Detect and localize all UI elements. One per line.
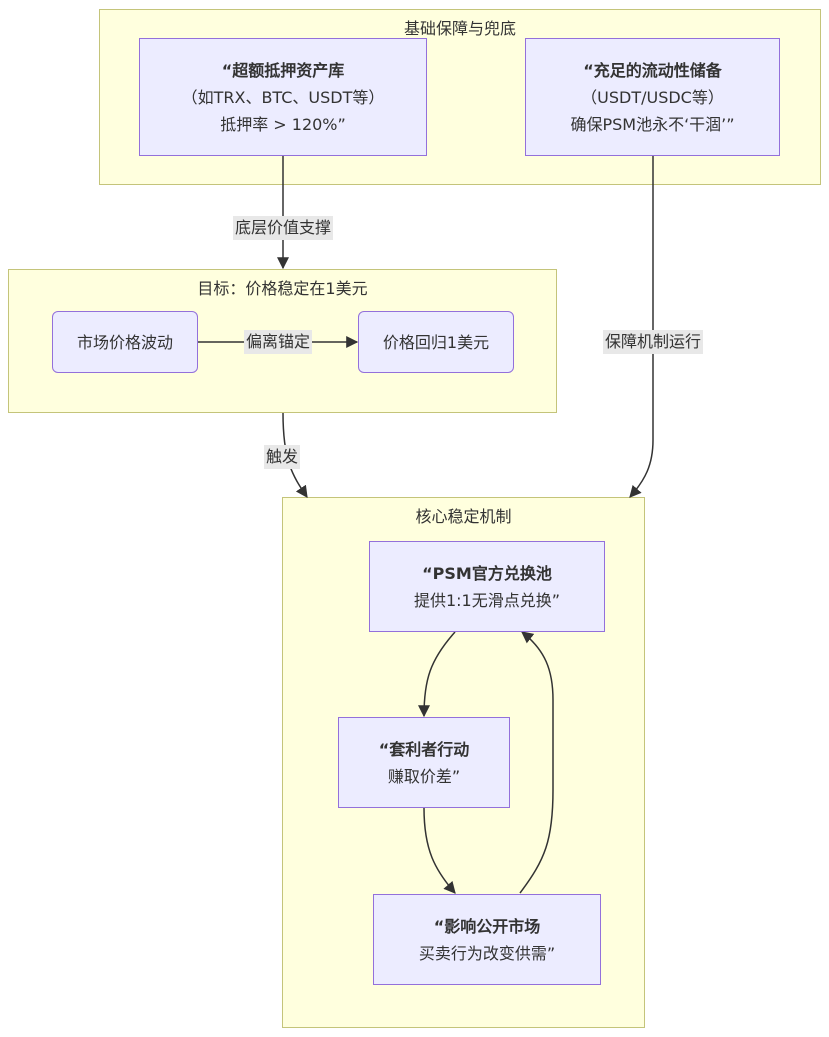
node-collateral-line2: （如TRX、BTC、USDT等） [181, 87, 385, 107]
node-psm-line1: “PSM官方兑换池 [422, 563, 552, 583]
node-liquidity-reserve[interactable]: “充足的流动性储备 （USDT/USDC等） 确保PSM池永不‘干涸’” [525, 38, 780, 156]
node-market-fluctuation-label: 市场价格波动 [76, 332, 173, 352]
edge-label-deviation-anchor: 偏离锚定 [243, 330, 313, 354]
node-price-return-label: 价格回归1美元 [382, 332, 490, 352]
node-arbitrageur[interactable]: “套利者行动 赚取价差” [338, 717, 510, 808]
node-arbitrageur-line2: 赚取价差” [387, 766, 461, 786]
node-public-market-line1: “影响公开市场 [433, 916, 541, 936]
node-collateral-line3: 抵押率 > 120%” [220, 114, 346, 134]
cluster-core-title: 核心稳定机制 [415, 507, 512, 526]
cluster-target-title: 目标：价格稳定在1美元 [197, 279, 368, 298]
edge-liquidity-to-core [629, 156, 654, 498]
node-psm-line2: 提供1:1无滑点兑换” [413, 590, 561, 610]
node-arbitrageur-line1: “套利者行动 [378, 739, 470, 759]
node-price-return[interactable]: 价格回归1美元 [358, 311, 514, 373]
edge-psm-to-arbitrageur [418, 631, 456, 718]
edge-label-trigger: 触发 [263, 445, 301, 469]
node-public-market-line2: 买卖行为改变供需” [418, 943, 556, 963]
node-psm-pool[interactable]: “PSM官方兑换池 提供1:1无滑点兑换” [369, 541, 605, 632]
edge-arbitrageur-to-market [423, 807, 456, 894]
node-collateral-line1: “超额抵押资产库 [221, 60, 345, 80]
cluster-foundation-title: 基础保障与兜底 [403, 19, 516, 38]
node-liquidity-line2: （USDT/USDC等） [581, 87, 724, 107]
edge-label-guarantee-operation: 保障机制运行 [602, 330, 704, 354]
node-market-fluctuation[interactable]: 市场价格波动 [52, 311, 198, 373]
edge-label-value-support: 底层价值支撑 [232, 216, 334, 240]
node-collateral-pool[interactable]: “超额抵押资产库 （如TRX、BTC、USDT等） 抵押率 > 120%” [139, 38, 427, 156]
node-liquidity-line3: 确保PSM池永不‘干涸’” [570, 114, 735, 134]
edge-market-to-psm [519, 631, 554, 894]
node-liquidity-line1: “充足的流动性储备 [583, 60, 722, 80]
node-public-market[interactable]: “影响公开市场 买卖行为改变供需” [373, 894, 601, 985]
